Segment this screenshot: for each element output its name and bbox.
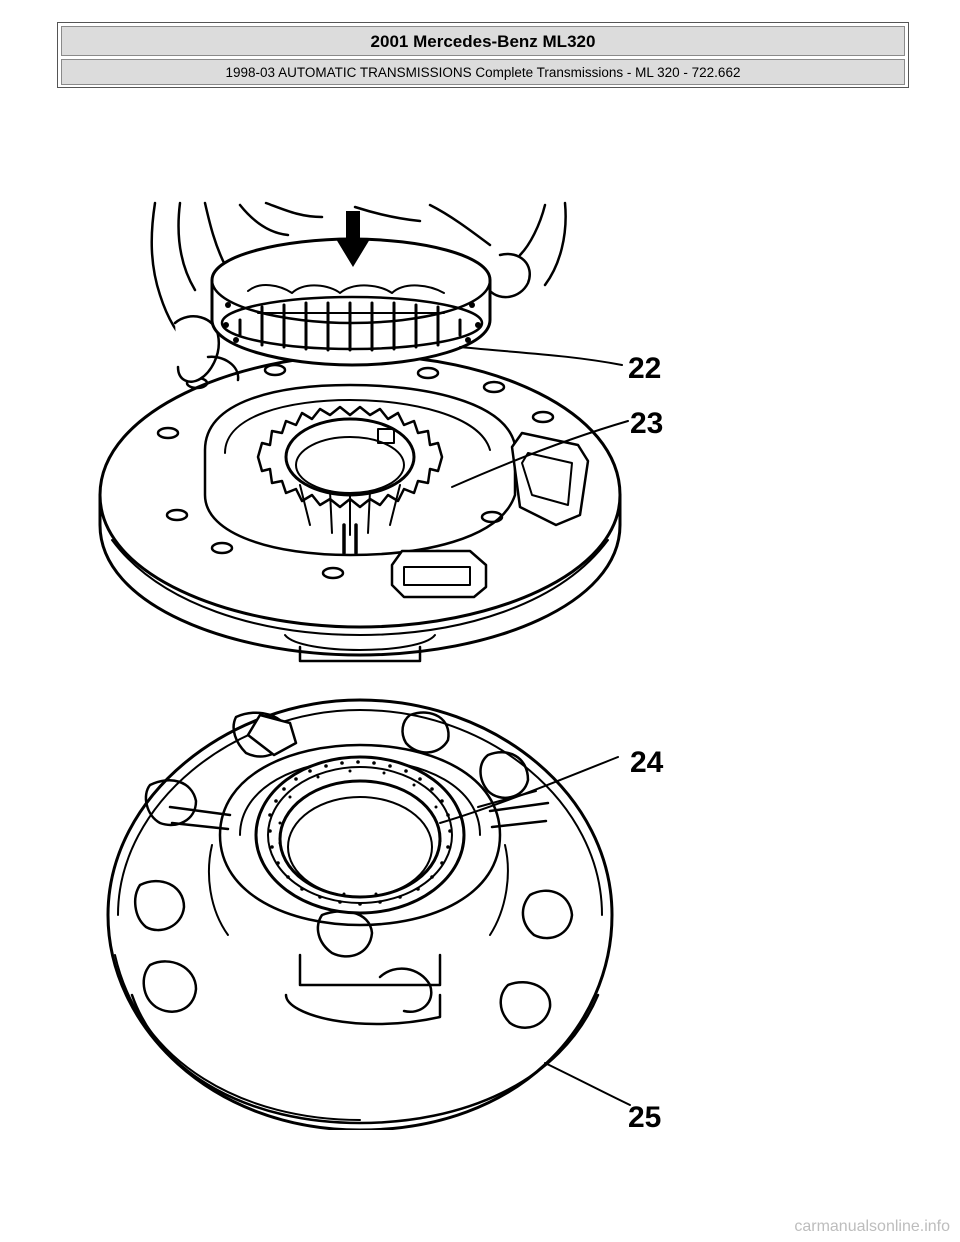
pump-cover-assembly	[98, 353, 622, 663]
callout-24: 24	[630, 746, 664, 779]
header-table: 2001 Mercedes-Benz ML320 1998-03 AUTOMAT…	[57, 22, 909, 88]
press-arrow	[336, 211, 370, 267]
transmission-illustration: 22 23	[0, 195, 960, 1130]
watermark: carmanualsonline.info	[794, 1218, 950, 1235]
page-subtitle: 1998-03 AUTOMATIC TRANSMISSIONS Complete…	[61, 59, 905, 85]
ring-gear-22	[150, 201, 567, 383]
callout-22: 22	[628, 352, 661, 385]
callouts-lower	[439, 756, 631, 1106]
callouts-upper	[451, 346, 629, 488]
callout-23: 23	[630, 407, 663, 440]
callout-25: 25	[628, 1101, 661, 1130]
seal-ring-24	[254, 755, 466, 915]
page-title: 2001 Mercedes-Benz ML320	[61, 26, 905, 56]
